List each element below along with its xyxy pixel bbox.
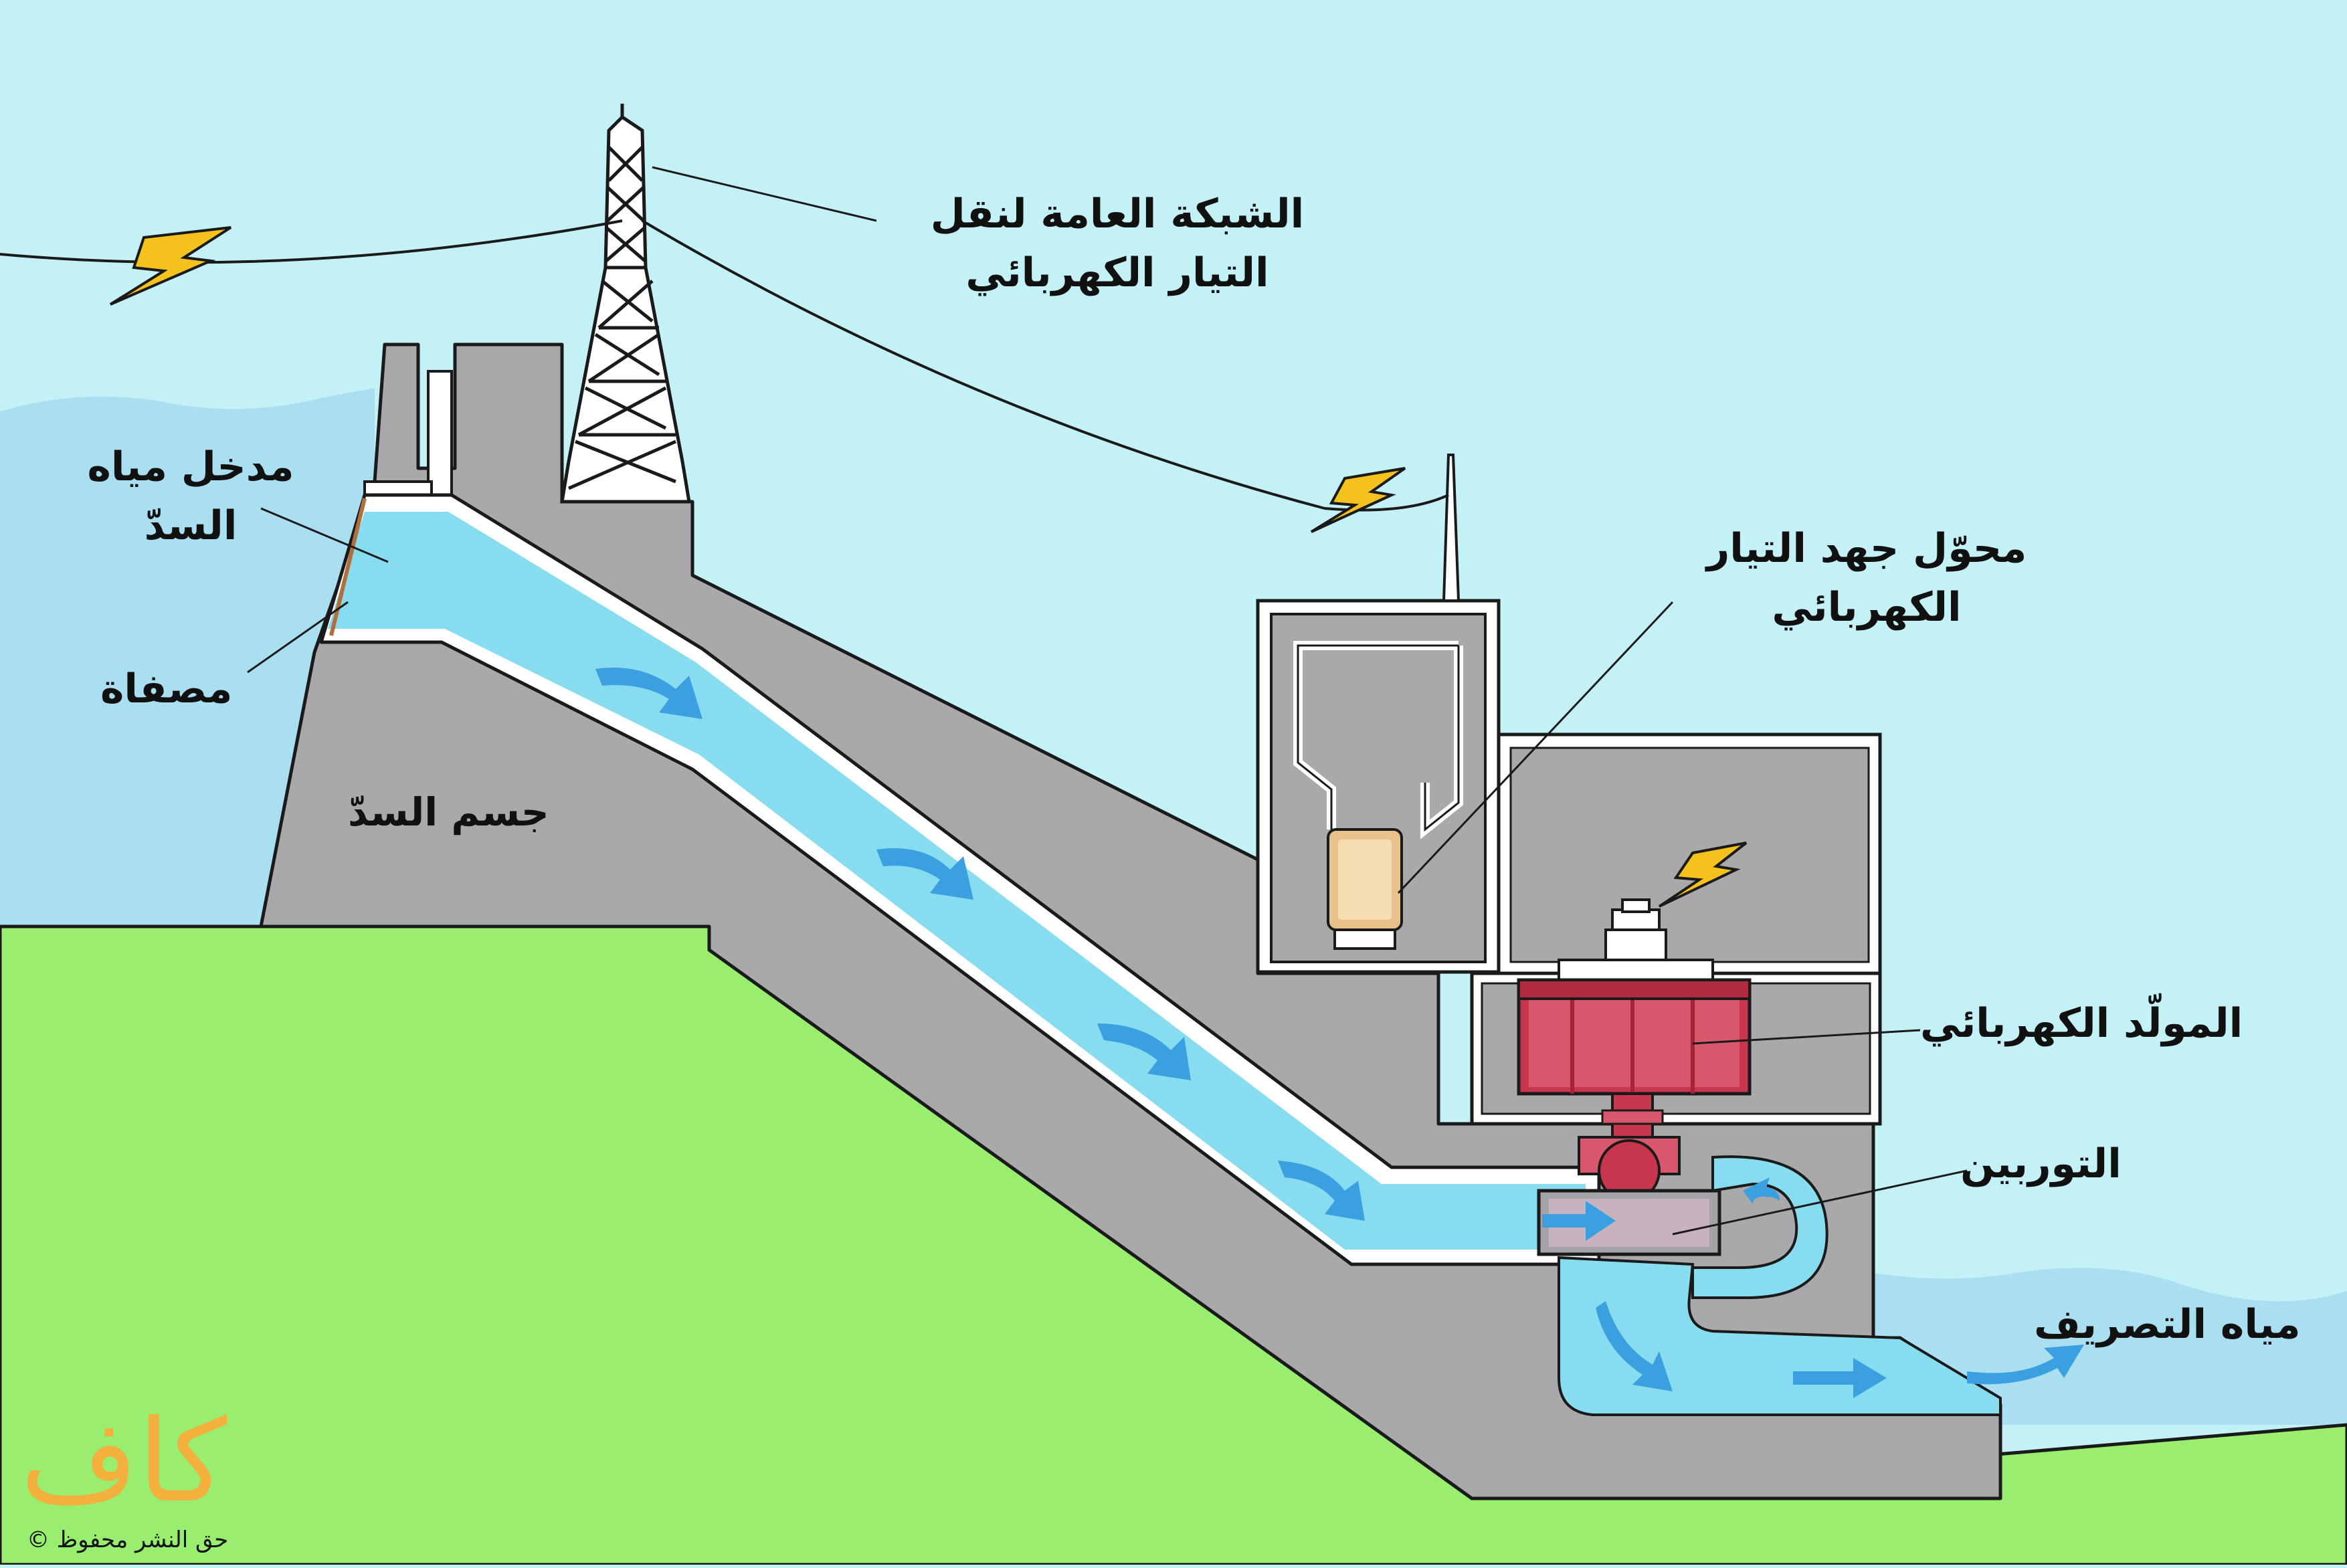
transmission-pylon bbox=[560, 104, 691, 504]
intake-ledge bbox=[363, 480, 433, 496]
leader-generator bbox=[1692, 1029, 1921, 1045]
leader-turbine bbox=[1672, 1169, 1968, 1236]
lightning-bolt-icon bbox=[109, 226, 232, 306]
flow-arrow bbox=[1097, 1023, 1191, 1080]
label-screen: مصفاة bbox=[100, 666, 233, 712]
label-dam-body: جسم السدّ bbox=[348, 789, 549, 835]
leader-transformer bbox=[1397, 601, 1674, 894]
label-intake-line1: مدخل مياه bbox=[87, 444, 294, 490]
label-outflow: مياه التصريف bbox=[2034, 1301, 2301, 1348]
flow-arrow bbox=[1278, 1161, 1365, 1221]
reservoir bbox=[0, 388, 375, 937]
intake-gate-column bbox=[427, 370, 453, 510]
leader-lines bbox=[247, 166, 1968, 1236]
leader-grid bbox=[652, 166, 877, 222]
flow-arrow bbox=[1743, 1177, 1780, 1204]
flow-arrow bbox=[595, 668, 702, 719]
logo-kaf: كاف bbox=[20, 1395, 227, 1528]
copyright-note: حق النشر محفوظ © bbox=[27, 1527, 229, 1553]
label-intake: مدخل مياه السدّ bbox=[64, 447, 318, 546]
intake-screen bbox=[329, 498, 367, 636]
label-transformer-line1: محوّل جهد التيار bbox=[1706, 525, 2027, 572]
turbine-scroll-case bbox=[1691, 1155, 1828, 1299]
generator-exciter bbox=[1604, 928, 1667, 961]
flow-arrow bbox=[1596, 1301, 1673, 1391]
tailrace-water bbox=[1558, 1256, 2002, 1416]
flow-arrow bbox=[1793, 1358, 1887, 1398]
lightning-bolt-icon bbox=[1310, 467, 1406, 533]
label-intake-line2: السدّ bbox=[144, 502, 238, 549]
flow-arrow bbox=[876, 848, 973, 900]
antenna-mast bbox=[1442, 454, 1461, 602]
power-line bbox=[641, 219, 1449, 512]
label-grid: الشبكة العامة لنقل التيار الكهربائي bbox=[883, 194, 1351, 293]
label-generator: المولّد الكهربائي bbox=[1920, 1000, 2243, 1047]
leader-screen bbox=[247, 601, 349, 674]
label-turbine: التوربين bbox=[1960, 1141, 2122, 1187]
flow-arrow bbox=[1967, 1345, 2084, 1385]
transformer-base bbox=[1333, 928, 1396, 950]
label-transformer: محوّل جهد التيار الكهربائي bbox=[1659, 528, 2074, 627]
label-grid-line2: التيار الكهربائي bbox=[965, 250, 1269, 296]
flow-arrows bbox=[595, 668, 2084, 1398]
flow-arrow bbox=[1542, 1201, 1616, 1241]
label-transformer-line2: الكهربائي bbox=[1772, 584, 1962, 631]
label-grid-line1: الشبكة العامة لنقل bbox=[930, 191, 1305, 237]
lightning-bolt-icon bbox=[1658, 842, 1748, 908]
power-line bbox=[0, 219, 623, 264]
leader-intake bbox=[260, 507, 389, 563]
